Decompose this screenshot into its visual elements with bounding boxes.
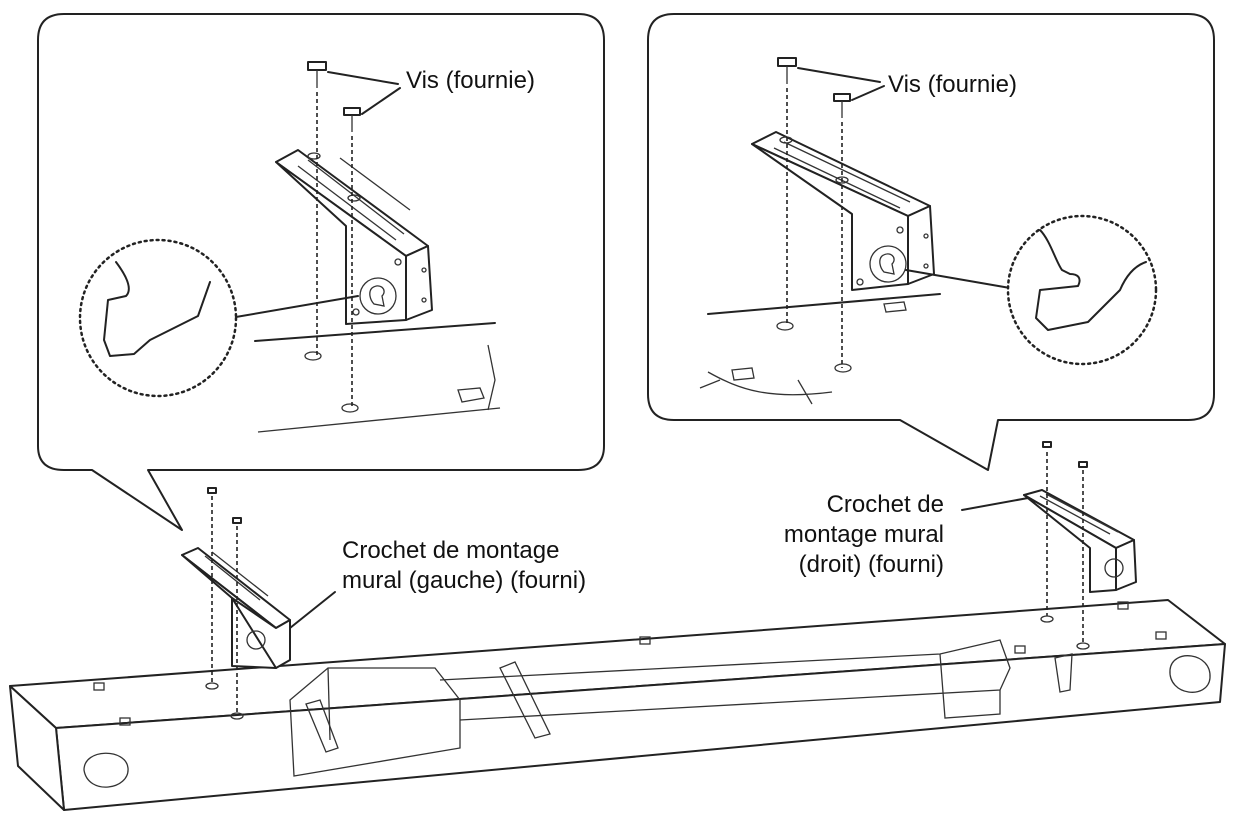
- soundbar: [9, 599, 1226, 811]
- left-bracket-small: [181, 487, 291, 720]
- left-screws-label: Vis (fournie): [406, 67, 535, 94]
- left-callout-bubble: [37, 13, 605, 531]
- right-bracket-label: Crochet de montage mural (droit) (fourni…: [746, 490, 944, 580]
- right-bracket-leader: [961, 497, 1029, 511]
- right-callout-bubble: [647, 13, 1215, 471]
- left-bracket-leader: [289, 591, 336, 629]
- left-bracket-label-line-1: Crochet de montage: [342, 537, 560, 564]
- right-bracket-small: [1023, 441, 1137, 650]
- right-screws-label: Vis (fournie): [888, 71, 1017, 98]
- left-bracket-label: Crochet de montage mural (gauche) (fourn…: [342, 536, 586, 596]
- right-bracket-label-line-2: montage mural: [783, 521, 944, 548]
- right-bracket-label-line-1: Crochet de: [826, 491, 944, 518]
- left-bracket-label-line-2: mural (gauche) (fourni): [342, 567, 587, 594]
- right-bracket-label-line-3: (droit) (fourni): [798, 551, 944, 578]
